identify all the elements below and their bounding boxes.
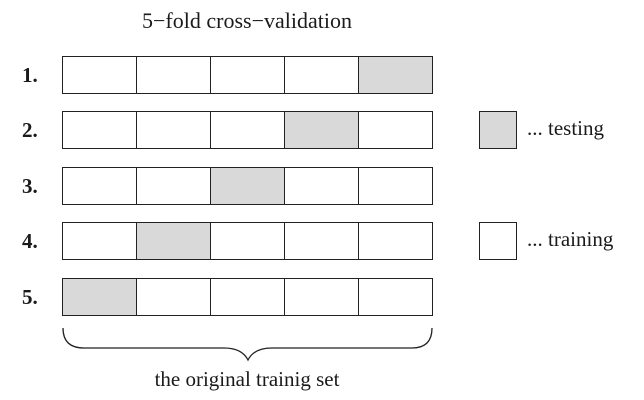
training-fold <box>136 278 211 316</box>
fold-row: 2. <box>0 111 440 149</box>
training-fold <box>210 278 285 316</box>
caption: the original trainig set <box>154 367 340 391</box>
fold-strip <box>62 56 433 94</box>
legend-testing-label: ... testing <box>527 116 604 140</box>
fold-strip <box>62 167 433 205</box>
training-fold <box>136 111 211 149</box>
training-fold <box>62 167 137 205</box>
fold-strip <box>62 222 433 260</box>
training-fold <box>62 111 137 149</box>
fold-row: 5. <box>0 278 440 316</box>
fold-row: 1. <box>0 56 440 94</box>
training-fold <box>210 111 285 149</box>
training-fold <box>62 56 137 94</box>
row-label: 4. <box>22 229 38 253</box>
training-fold <box>210 56 285 94</box>
training-fold <box>210 222 285 260</box>
fold-strip <box>62 111 433 149</box>
fold-row: 4. <box>0 222 440 260</box>
testing-fold <box>62 278 137 316</box>
row-label: 1. <box>22 63 38 87</box>
row-label: 2. <box>22 118 38 142</box>
testing-fold <box>210 167 285 205</box>
testing-fold <box>136 222 211 260</box>
fold-row: 3. <box>0 167 440 205</box>
row-label: 3. <box>22 174 38 198</box>
training-fold <box>284 222 359 260</box>
row-label: 5. <box>22 285 38 309</box>
fold-strip <box>62 278 433 316</box>
curly-brace <box>62 327 433 362</box>
training-fold <box>136 167 211 205</box>
testing-fold <box>358 56 433 94</box>
training-fold <box>284 278 359 316</box>
testing-swatch <box>479 111 517 149</box>
training-fold <box>136 56 211 94</box>
training-fold <box>62 222 137 260</box>
training-fold <box>358 167 433 205</box>
training-fold <box>358 278 433 316</box>
testing-fold <box>284 111 359 149</box>
legend-training-label: ... training <box>527 227 614 251</box>
training-fold <box>284 56 359 94</box>
diagram-title: 5−fold cross−validation <box>142 8 352 33</box>
training-fold <box>284 167 359 205</box>
training-swatch <box>479 222 517 260</box>
training-fold <box>358 222 433 260</box>
training-fold <box>358 111 433 149</box>
